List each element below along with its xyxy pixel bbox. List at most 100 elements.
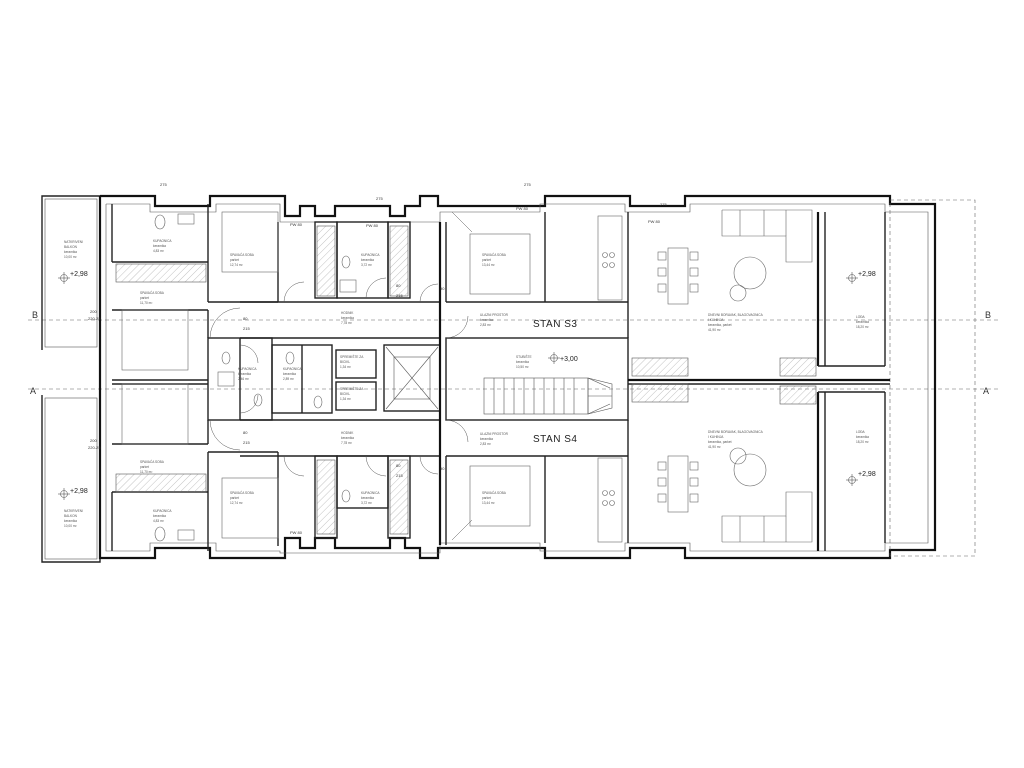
svg-text:I KUHINJA: I KUHINJA [708, 435, 724, 439]
room-label-bath-left-bottom: KUPAONICA keramika 4,83 m² [153, 509, 172, 523]
dim-label: 215 [243, 326, 250, 331]
dim-label: PW 80 [366, 223, 379, 228]
room-label-bath-mid-top: KUPAONICA keramika 3,72 m² [361, 253, 380, 267]
dim-label: 80 [396, 463, 401, 468]
svg-text:I KUHINJA: I KUHINJA [708, 318, 724, 322]
svg-text:keramika: keramika [856, 435, 869, 439]
svg-text:ULAZNI PROSTOR: ULAZNI PROSTOR [480, 432, 509, 436]
svg-text:12,74 m²: 12,74 m² [230, 501, 243, 505]
svg-text:3,72 m²: 3,72 m² [361, 501, 372, 505]
svg-text:KUPAONICA: KUPAONICA [153, 239, 172, 243]
room-label-stair: STUBIŠTE keramika 10,50 m² [516, 354, 532, 369]
svg-text:keramika: keramika [480, 318, 493, 322]
dim-label: 80 [243, 430, 248, 435]
svg-text:SPREMIŠTE ZA: SPREMIŠTE ZA [340, 386, 364, 391]
svg-text:HODNIK: HODNIK [341, 431, 354, 435]
svg-text:SPREMIŠTE ZA: SPREMIŠTE ZA [340, 354, 364, 359]
svg-text:keramika: keramika [341, 436, 354, 440]
svg-text:LOĐA: LOĐA [856, 315, 866, 319]
room-label-bath-left-top: KUPAONICA keramika 4,83 m² [153, 239, 172, 253]
room-label-bedroom-left-bottom: SPAVAĆA SOBA parket 11,70 m² [140, 459, 165, 474]
dim-label: 200 [90, 438, 97, 443]
svg-text:parket: parket [140, 296, 149, 300]
section-mark-a-right: A [983, 386, 989, 396]
svg-text:KUPAONICA: KUPAONICA [238, 367, 257, 371]
svg-text:KUPAONICA: KUPAONICA [283, 367, 302, 371]
svg-text:keramika: keramika [153, 514, 166, 518]
svg-text:KUPAONICA: KUPAONICA [361, 253, 380, 257]
svg-text:parket: parket [482, 496, 491, 500]
room-label-entry-s3: ULAZNI PROSTOR keramika 2,83 m² [480, 313, 509, 327]
svg-text:1,34 m²: 1,34 m² [340, 365, 351, 369]
svg-text:STUBIŠTE: STUBIŠTE [516, 354, 532, 359]
svg-text:2,83 m²: 2,83 m² [480, 442, 491, 446]
svg-text:keramika: keramika [64, 519, 77, 523]
dim-label: PW 80 [290, 222, 303, 227]
svg-text:18,20 m²: 18,20 m² [856, 325, 869, 329]
level-markers: +2,98 +2,98 +2,98 +2,98 +3,00 [58, 271, 876, 500]
apartment-label-s3: STAN S3 [533, 319, 577, 330]
dim-label: 275 [376, 196, 383, 201]
dim-label: 80 [396, 283, 401, 288]
room-label-bedroom-s3: SPAVAĆA SOBA parket 13,44 m² [482, 252, 507, 267]
door-swings [209, 211, 473, 541]
dim-label: 275 [524, 182, 531, 187]
section-mark-b-left: B [32, 310, 38, 320]
svg-text:parket: parket [230, 258, 239, 262]
room-label-balcony-left-top: NATKRIVENI BALKON keramika 10,00 m² [64, 240, 83, 259]
room-label-bedroom-mid-top: SPAVAĆA SOBA parket 12,74 m² [230, 252, 255, 267]
stair-treads [493, 377, 613, 415]
svg-text:2,46 m²: 2,46 m² [238, 377, 249, 381]
room-label-hall-top: HODNIK keramika 7,78 m² [341, 311, 354, 325]
section-mark-a-left: A [30, 386, 36, 396]
svg-text:10,00 m²: 10,00 m² [64, 255, 77, 259]
svg-text:keramika: keramika [238, 372, 251, 376]
svg-text:keramika: keramika [341, 316, 354, 320]
svg-text:1,34 m²: 1,34 m² [340, 397, 351, 401]
svg-text:12,74 m²: 12,74 m² [230, 263, 243, 267]
svg-text:BICIKL: BICIKL [340, 392, 350, 396]
furniture [121, 209, 813, 543]
svg-text:4,83 m²: 4,83 m² [153, 519, 164, 523]
dim-label: 200 [90, 309, 97, 314]
dim-label: 275 [660, 202, 667, 207]
level-loggia-right-bottom: +2,98 [858, 471, 876, 478]
svg-text:keramika, parket: keramika, parket [708, 440, 732, 444]
svg-text:NATKRIVENI: NATKRIVENI [64, 509, 83, 513]
svg-text:SPAVAĆA SOBA: SPAVAĆA SOBA [482, 252, 507, 257]
svg-text:SPAVAĆA SOBA: SPAVAĆA SOBA [230, 252, 255, 257]
svg-text:10,00 m²: 10,00 m² [64, 524, 77, 528]
svg-text:SPAVAĆA SOBA: SPAVAĆA SOBA [140, 290, 165, 295]
svg-text:keramika: keramika [283, 372, 296, 376]
dim-label: PW 80 [290, 530, 303, 535]
room-label-bedroom-left-top: SPAVAĆA SOBA parket 11,70 m² [140, 290, 165, 305]
svg-text:11,70 m²: 11,70 m² [140, 470, 152, 474]
dim-label: 215 [396, 293, 403, 298]
level-stair: +3,00 [560, 356, 578, 363]
apartment-label-s4: STAN S4 [533, 434, 577, 445]
svg-text:KUPAONICA: KUPAONICA [153, 509, 172, 513]
dim-label: 90 [440, 286, 445, 291]
room-label-bath-small-b: KUPAONICA keramika 2,89 m² [283, 367, 302, 381]
room-label-bath-small-a: KUPAONICA keramika 2,46 m² [238, 367, 257, 381]
svg-text:SPAVAĆA SOBA: SPAVAĆA SOBA [482, 490, 507, 495]
svg-text:keramika: keramika [64, 250, 77, 254]
svg-text:ULAZNI PROSTOR: ULAZNI PROSTOR [480, 313, 509, 317]
svg-text:10,50 m²: 10,50 m² [516, 365, 529, 369]
dim-label: PW 80 [516, 206, 529, 211]
room-label-bedroom-s4: SPAVAĆA SOBA parket 13,44 m² [482, 490, 507, 505]
room-label-loggia-top: LOĐA keramika 18,20 m² [856, 315, 869, 329]
dim-label: 220-25 [88, 316, 101, 321]
svg-text:BICIKL: BICIKL [340, 360, 350, 364]
svg-text:keramika: keramika [361, 496, 374, 500]
svg-text:13,44 m²: 13,44 m² [482, 263, 495, 267]
dim-label: 275 [160, 182, 167, 187]
svg-text:DNEVNI BORAVAK, BLAGOVAONICA: DNEVNI BORAVAK, BLAGOVAONICA [708, 313, 764, 317]
svg-text:BALKON: BALKON [64, 514, 78, 518]
svg-text:keramika: keramika [361, 258, 374, 262]
room-label-loggia-bottom: LOĐA keramika 18,20 m² [856, 430, 869, 444]
svg-text:SPAVAĆA SOBA: SPAVAĆA SOBA [140, 459, 165, 464]
svg-text:3,72 m²: 3,72 m² [361, 263, 372, 267]
svg-text:LOĐA: LOĐA [856, 430, 866, 434]
